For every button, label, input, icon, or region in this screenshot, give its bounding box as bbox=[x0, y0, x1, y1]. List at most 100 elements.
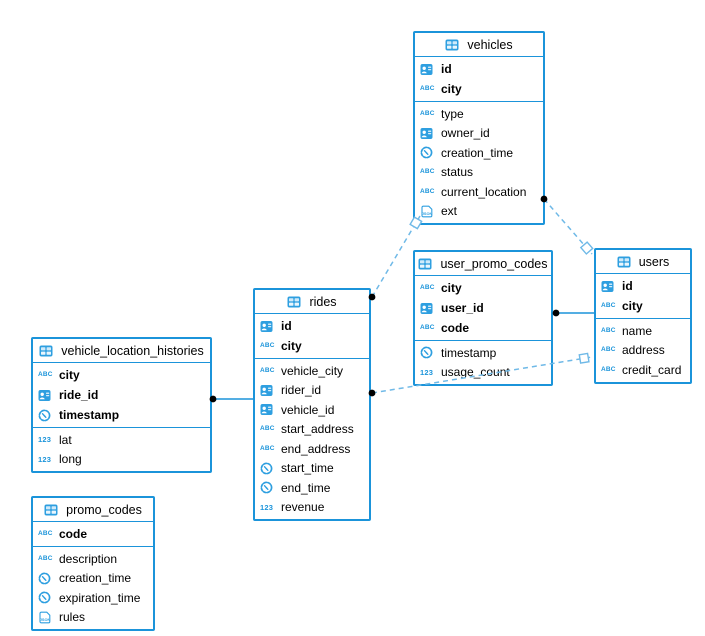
text-icon: ABC bbox=[601, 326, 616, 334]
field-row-expiration_time[interactable]: expiration_time bbox=[33, 588, 153, 608]
field-label: type bbox=[441, 106, 464, 121]
field-row-credit_card[interactable]: ABC credit_card bbox=[596, 360, 690, 380]
table-icon bbox=[617, 256, 634, 268]
table-header[interactable]: rides bbox=[255, 290, 369, 314]
table-header[interactable]: vehicle_location_histories bbox=[33, 339, 210, 363]
field-row-ride_id[interactable]: ride_id bbox=[33, 385, 210, 405]
field-label: id bbox=[622, 279, 633, 293]
field-label: end_time bbox=[281, 480, 331, 495]
field-row-end_time[interactable]: end_time bbox=[255, 478, 369, 498]
clock-icon bbox=[38, 591, 55, 604]
text-icon: ABC bbox=[420, 168, 435, 175]
field-label: usage_count bbox=[441, 365, 510, 380]
field-label: rider_id bbox=[281, 383, 322, 398]
field-label: code bbox=[441, 321, 470, 335]
field-label: city bbox=[622, 299, 643, 313]
table-header[interactable]: promo_codes bbox=[33, 498, 153, 522]
field-label: revenue bbox=[281, 500, 325, 515]
table-icon bbox=[445, 39, 462, 51]
field-row-id[interactable]: id bbox=[596, 276, 690, 296]
field-label: credit_card bbox=[622, 362, 682, 377]
field-label: long bbox=[59, 452, 82, 467]
text-icon: ABC bbox=[260, 425, 275, 432]
field-row-ext[interactable]: JSON ext bbox=[415, 202, 543, 222]
id-badge-icon bbox=[420, 63, 437, 76]
field-row-timestamp[interactable]: timestamp bbox=[33, 405, 210, 425]
field-label: end_address bbox=[281, 441, 351, 456]
field-row-creation_time[interactable]: creation_time bbox=[33, 569, 153, 589]
table-header[interactable]: users bbox=[596, 250, 690, 274]
table-icon bbox=[44, 504, 61, 516]
text-icon: ABC bbox=[420, 283, 435, 291]
field-row-owner_id[interactable]: owner_id bbox=[415, 124, 543, 144]
field-label: timestamp bbox=[59, 408, 120, 422]
field-label: owner_id bbox=[441, 126, 490, 141]
clock-icon bbox=[38, 409, 55, 422]
field-label: city bbox=[441, 82, 462, 96]
clock-icon bbox=[260, 462, 277, 475]
field-label: vehicle_city bbox=[281, 363, 344, 378]
table-header[interactable]: vehicles bbox=[415, 33, 543, 57]
field-row-creation_time[interactable]: creation_time bbox=[415, 143, 543, 163]
field-row-timestamp[interactable]: timestamp bbox=[415, 343, 551, 363]
id-badge-icon bbox=[420, 302, 437, 315]
table-header[interactable]: user_promo_codes bbox=[415, 252, 551, 276]
field-label: city bbox=[441, 281, 462, 295]
field-row-id[interactable]: id bbox=[415, 59, 543, 79]
field-label: address bbox=[622, 343, 665, 358]
field-label: vehicle_id bbox=[281, 402, 335, 417]
json-icon: JSON bbox=[420, 205, 437, 218]
field-row-rider_id[interactable]: rider_id bbox=[255, 381, 369, 401]
field-row-id[interactable]: id bbox=[255, 316, 369, 336]
clock-icon bbox=[420, 346, 437, 359]
field-row-start_time[interactable]: start_time bbox=[255, 459, 369, 479]
field-label: ext bbox=[441, 204, 458, 219]
field-label: code bbox=[59, 527, 88, 541]
table-title: rides bbox=[309, 294, 337, 309]
svg-text:JSON: JSON bbox=[40, 617, 51, 622]
field-row-city[interactable]: ABC city bbox=[596, 296, 690, 316]
field-row-user_id[interactable]: user_id bbox=[415, 298, 551, 318]
field-row-vehicle_id[interactable]: vehicle_id bbox=[255, 400, 369, 420]
field-row-city[interactable]: ABC city bbox=[415, 278, 551, 298]
text-icon: ABC bbox=[601, 365, 616, 373]
text-icon: ABC bbox=[601, 301, 616, 309]
field-label: expiration_time bbox=[59, 590, 141, 605]
text-icon: ABC bbox=[420, 187, 435, 195]
table-icon bbox=[418, 258, 435, 270]
table-title: user_promo_codes bbox=[440, 256, 548, 271]
table-title: promo_codes bbox=[66, 502, 142, 517]
